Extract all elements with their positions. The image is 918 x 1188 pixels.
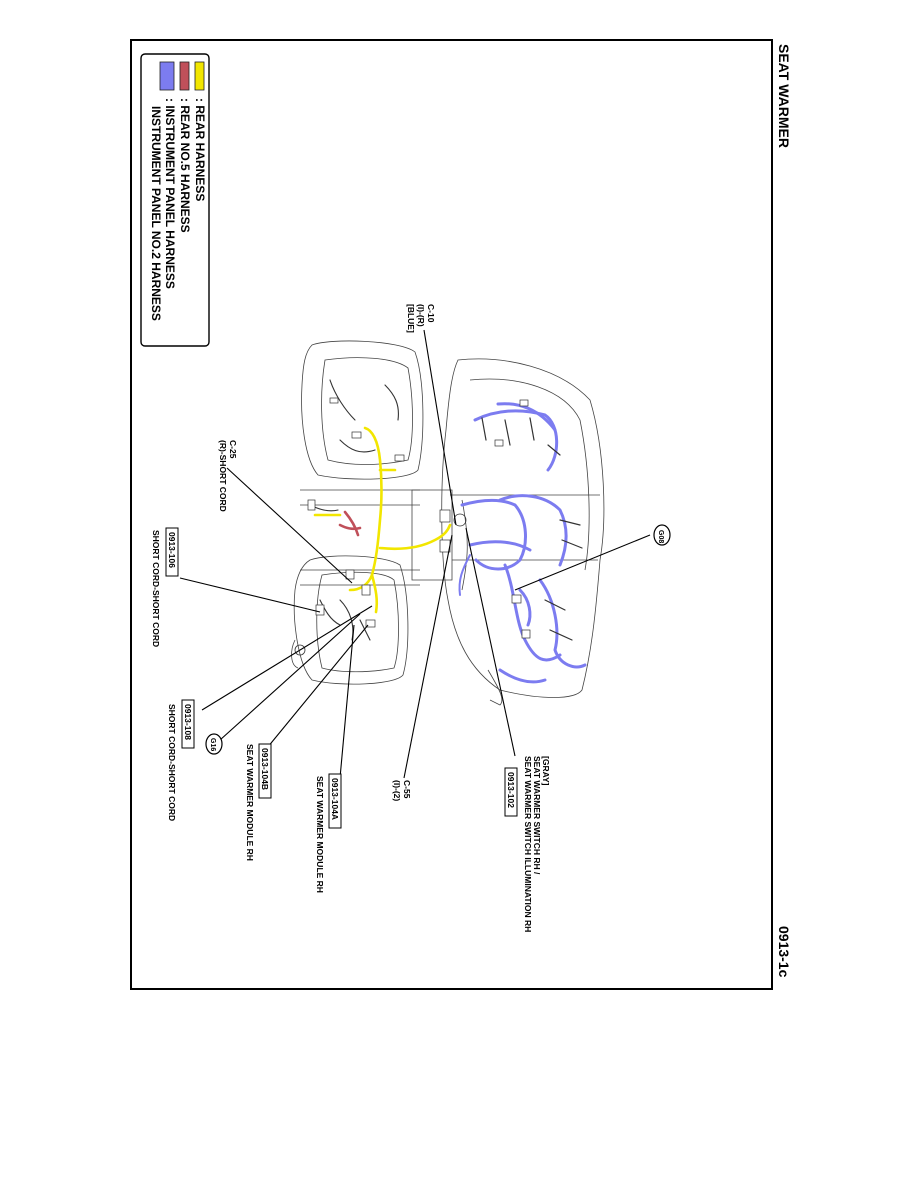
legend-label-instrument-panel-no2-harness: INSTRUMENT PANEL NO.2 HARNESS: [149, 106, 163, 321]
svg-text:(R)-SHORT CORD: (R)-SHORT CORD: [218, 440, 228, 512]
svg-text:C-55: C-55: [402, 780, 412, 799]
svg-text:SEAT WARMER SWITCH RH /: SEAT WARMER SWITCH RH /: [532, 756, 542, 875]
legend-swatch-instrument-panel-harness: [159, 61, 175, 91]
svg-text:C-10: C-10: [426, 304, 436, 323]
callout-c55: C-55 (I)-(2): [392, 780, 412, 801]
svg-text:SEAT WARMER MODULE RH: SEAT WARMER MODULE RH: [245, 744, 255, 861]
svg-text:0913-104A: 0913-104A: [330, 778, 340, 820]
svg-text:0913-104B: 0913-104B: [260, 748, 270, 790]
vehicle-outline: [291, 340, 605, 706]
svg-text:[GRAY]: [GRAY]: [541, 756, 551, 786]
leader-lines: [179, 329, 651, 779]
svg-text:G08: G08: [657, 530, 664, 543]
rear-no5-harness: [338, 510, 362, 537]
svg-text:C-25: C-25: [228, 440, 238, 459]
callout-0913-102: [GRAY] SEAT WARMER SWITCH RH / SEAT WARM…: [504, 756, 551, 932]
rear-harness: [313, 426, 452, 614]
svg-text:0913-108: 0913-108: [183, 704, 193, 740]
page-title: SEAT WARMER: [776, 44, 792, 148]
callout-0913-104b: 0913-104B SEAT WARMER MODULE RH: [245, 743, 272, 861]
page-frame: [130, 39, 773, 990]
legend-label-rear-no5-harness: : REAR NO.5 HARNESS: [178, 98, 192, 233]
svg-text:SHORT CORD-SHORT CORD: SHORT CORD-SHORT CORD: [151, 530, 161, 647]
callout-0913-106: 0913-106 SHORT CORD-SHORT CORD: [151, 527, 179, 647]
legend-label-rear-harness: : REAR HARNESS: [193, 98, 207, 201]
ground-marker-bottom: G16: [205, 733, 223, 755]
ground-marker-top: G08: [653, 524, 671, 546]
legend-swatch-rear-harness: [194, 61, 205, 91]
svg-text:SEAT WARMER SWITCH ILLUMINATIO: SEAT WARMER SWITCH ILLUMINATION RH: [523, 756, 533, 932]
legend: : REAR HARNESS : REAR NO.5 HARNESS : INS…: [140, 53, 210, 347]
instrument-panel-harness: [458, 402, 587, 684]
svg-text:SEAT WARMER MODULE RH: SEAT WARMER MODULE RH: [315, 776, 325, 893]
svg-text:G16: G16: [209, 738, 216, 751]
page-number: 0913-1c: [776, 926, 792, 978]
callout-c25: C-25 (R)-SHORT CORD: [218, 440, 238, 512]
svg-text:SHORT CORD-SHORT CORD: SHORT CORD-SHORT CORD: [167, 704, 177, 821]
svg-text:(I)-(R): (I)-(R): [416, 304, 426, 327]
misc-wiring: [294, 379, 531, 656]
callout-0913-104a: 0913-104A SEAT WARMER MODULE RH: [315, 773, 342, 893]
legend-label-instrument-panel-harness: : INSTRUMENT PANEL HARNESS: [163, 98, 177, 289]
callout-0913-108: 0913-108 SHORT CORD-SHORT CORD: [167, 699, 195, 821]
callout-c10: C-10 (I)-(R) [BLUE]: [406, 304, 436, 333]
svg-text:[BLUE]: [BLUE]: [406, 304, 416, 333]
svg-text:0913-102: 0913-102: [506, 772, 516, 808]
svg-text:(I)-(2): (I)-(2): [392, 780, 402, 801]
svg-text:0913-106: 0913-106: [167, 532, 177, 568]
legend-swatch-rear-no5-harness: [179, 61, 190, 91]
